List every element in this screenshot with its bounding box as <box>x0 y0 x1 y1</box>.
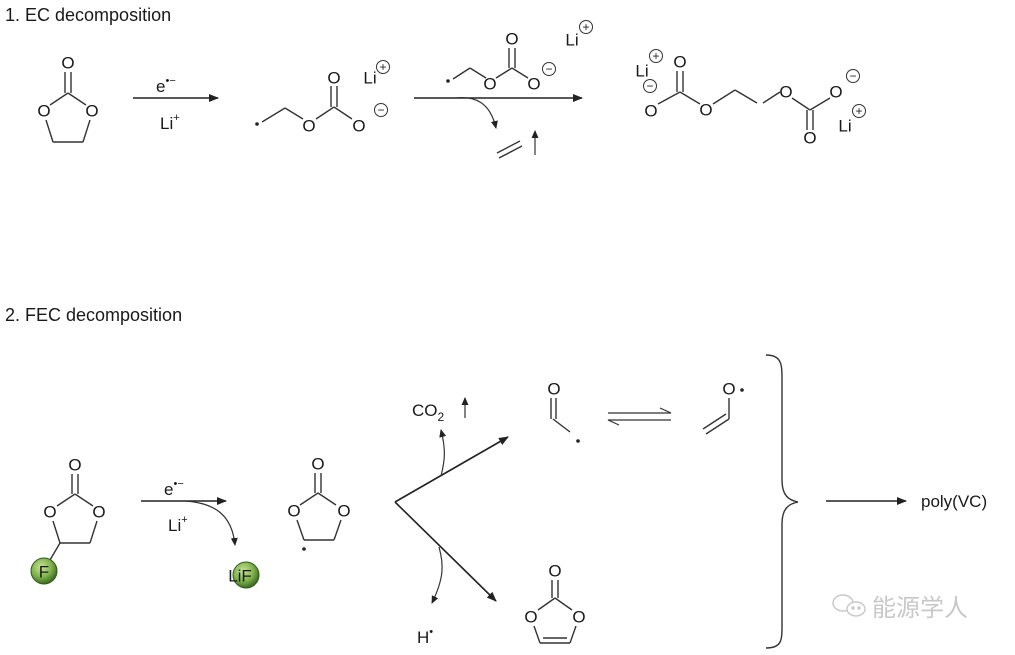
wechat-icon <box>832 594 866 617</box>
electron-label: e•− <box>156 75 176 96</box>
acetaldehyde-radical: O <box>547 380 580 443</box>
li-label: Li <box>635 62 648 81</box>
li-label: Li <box>565 31 578 50</box>
reaction-arrow-ec-1: e•− Li+ <box>133 75 219 133</box>
fluorine-ball <box>30 557 58 585</box>
ledc-product: Li + − O O O O O O − Li + <box>635 49 866 148</box>
atom-o: O <box>352 117 365 136</box>
atom-o: O <box>311 455 324 474</box>
atom-o: O <box>287 502 300 521</box>
svg-text:+: + <box>855 104 862 118</box>
h-radical-label: H• <box>417 626 433 647</box>
atom-o: O <box>61 54 74 73</box>
atom-o: O <box>803 129 816 148</box>
atom-o: O <box>779 83 792 102</box>
curly-brace <box>765 354 799 649</box>
atom-o: O <box>572 608 585 627</box>
atom-o: O <box>327 69 340 88</box>
atom-o: O <box>92 503 105 522</box>
li-label: Li <box>838 117 851 136</box>
branch-arrows: CO2 H• <box>394 397 509 647</box>
co2-label: CO2 <box>412 401 445 424</box>
atom-o: O <box>829 83 842 102</box>
ec-molecule: O O O <box>37 54 99 143</box>
lithium-ion-label: Li+ <box>168 514 188 535</box>
li-label: Li <box>363 69 376 88</box>
atom-o: O <box>483 75 496 94</box>
fluorine-label: F <box>39 563 49 582</box>
watermark-text: 能源学人 <box>872 594 968 622</box>
svg-text:+: + <box>582 20 589 34</box>
reaction-arrow-fec-1: e•− Li+ LiF <box>141 478 260 589</box>
atom-o: O <box>547 380 560 399</box>
lithium-ion-label: Li+ <box>160 112 180 133</box>
svg-text:−: − <box>545 62 552 76</box>
atom-o: O <box>548 562 561 581</box>
electron-label: e•− <box>164 478 184 499</box>
vinylene-carbonate: O O O <box>524 562 586 644</box>
radical-dot <box>302 547 306 551</box>
lif-label: LiF <box>228 567 252 586</box>
atom-o: O <box>302 117 315 136</box>
atom-o: O <box>524 608 537 627</box>
atom-o: O <box>85 102 98 121</box>
lif-ball <box>232 561 260 589</box>
poly-vc-product: poly(VC) <box>921 492 987 511</box>
svg-text:−: − <box>377 103 384 117</box>
atom-o: O <box>722 380 735 399</box>
svg-text:+: + <box>652 49 659 63</box>
radical-dot <box>255 122 259 126</box>
section-title-fec: 2. FEC decomposition <box>5 305 182 325</box>
section-title-ec: 1. EC decomposition <box>5 5 171 25</box>
radical-dot <box>576 439 580 443</box>
atom-o: O <box>505 30 518 49</box>
atom-o: O <box>644 102 657 121</box>
atom-o: O <box>527 75 540 94</box>
svg-text:+: + <box>379 60 386 74</box>
atom-o: O <box>673 53 686 72</box>
watermark: 能源学人 <box>832 594 968 622</box>
radical-dot <box>740 388 744 392</box>
vinyloxy-radical: O <box>702 380 744 435</box>
atom-o: O <box>68 456 81 475</box>
ec-radical-intermediate: O O O − Li + <box>255 60 390 136</box>
atom-o: O <box>337 502 350 521</box>
svg-text:−: − <box>646 79 653 93</box>
reaction-arrow-ec-2: O O O − Li + <box>414 20 593 159</box>
atom-o: O <box>37 102 50 121</box>
svg-text:−: − <box>849 69 856 83</box>
fec-molecule: O O O F <box>30 456 106 585</box>
ec-radical-fec: O O O <box>287 455 351 551</box>
atom-o: O <box>43 503 56 522</box>
equilibrium-arrows <box>607 407 672 426</box>
atom-o: O <box>699 101 712 120</box>
